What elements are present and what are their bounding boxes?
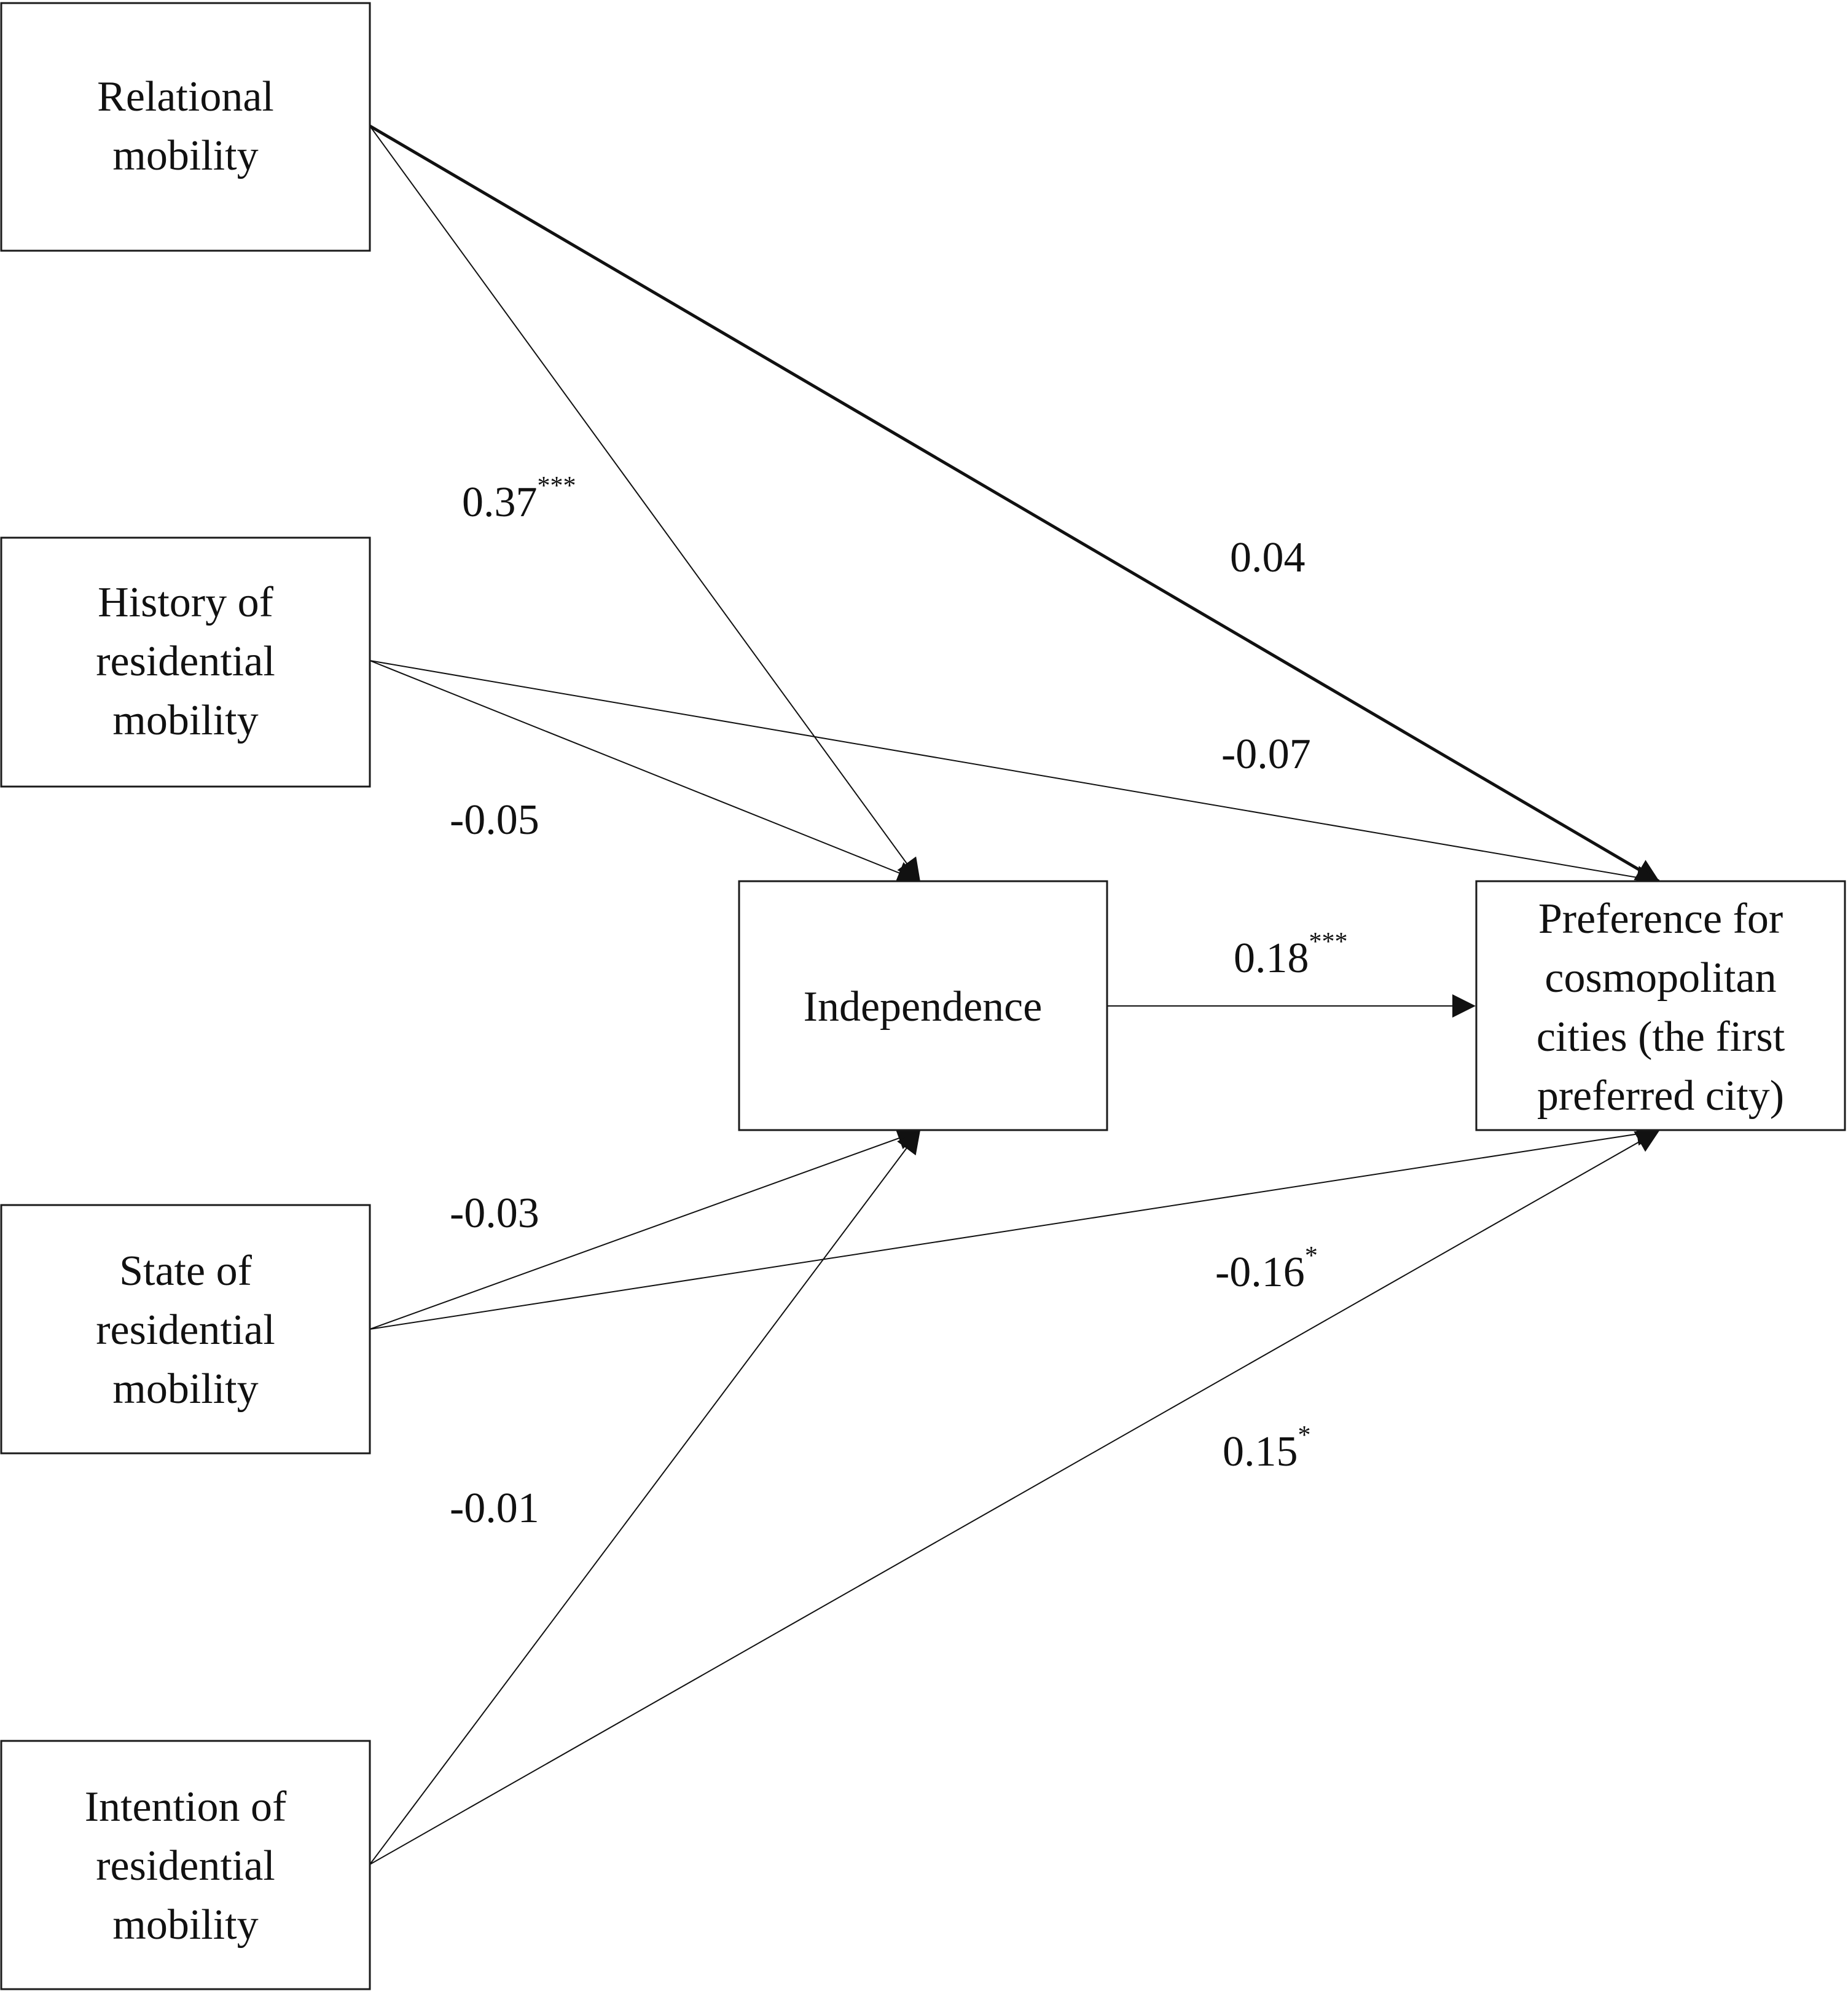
coef-history-independence: -0.05 xyxy=(450,796,539,844)
node-history-of-residential-mobility: History of residential mobility xyxy=(0,536,371,788)
node-preference-for-cosmopolitan-cities: Preference for cosmopolitan cities (the … xyxy=(1475,880,1846,1131)
node-label-line: mobility xyxy=(112,697,258,744)
coef-state-independence: -0.03 xyxy=(450,1190,539,1237)
path-coefficients: 0.37*** 0.04 -0.05 -0.07 0.18*** -0.03 -… xyxy=(450,472,1348,1532)
coef-state-preference: -0.16* xyxy=(1215,1242,1318,1296)
coef-relational-independence: 0.37*** xyxy=(462,472,576,526)
coef-intention-preference: 0.15* xyxy=(1223,1421,1311,1475)
node-label-line: residential xyxy=(96,1842,275,1890)
edge-relational-to-preference xyxy=(369,124,1660,883)
node-label-line: History of xyxy=(98,579,274,626)
node-relational-mobility: Relational mobility xyxy=(0,2,371,252)
edge-history-to-preference xyxy=(369,660,1660,889)
node-label-line: residential xyxy=(96,638,275,685)
coef-independence-preference: 0.18*** xyxy=(1234,928,1348,982)
node-label-line: Preference for xyxy=(1538,895,1783,943)
node-label-line: mobility xyxy=(112,1365,258,1413)
coef-relational-preference: 0.04 xyxy=(1230,534,1306,581)
edge-intention-to-independence xyxy=(369,1129,921,1865)
edges xyxy=(369,124,1660,1865)
node-label-line: mobility xyxy=(112,1901,258,1949)
node-independence: Independence xyxy=(738,880,1108,1131)
edge-state-to-preference xyxy=(369,1122,1660,1330)
node-label-line: preferred city) xyxy=(1537,1072,1784,1120)
coef-history-preference: -0.07 xyxy=(1221,731,1311,778)
edge-history-to-independence xyxy=(369,660,921,884)
edge-state-to-independence xyxy=(369,1127,921,1330)
node-label-line: Relational xyxy=(97,73,274,120)
coef-intention-independence: -0.01 xyxy=(450,1485,539,1532)
node-label-line: State of xyxy=(119,1247,252,1295)
node-label-line: Independence xyxy=(804,983,1043,1031)
node-state-of-residential-mobility: State of residential mobility xyxy=(0,1204,371,1455)
node-label-line: cities (the first xyxy=(1537,1013,1785,1061)
node-label-line: cosmopolitan xyxy=(1545,954,1776,1002)
node-label-line: mobility xyxy=(112,132,258,179)
edge-relational-to-independence xyxy=(369,125,921,882)
node-label-line: residential xyxy=(96,1306,275,1354)
node-intention-of-residential-mobility: Intention of residential mobility xyxy=(0,1740,371,1990)
edge-intention-to-preference xyxy=(369,1130,1660,1865)
node-label-line: Intention of xyxy=(85,1783,287,1831)
